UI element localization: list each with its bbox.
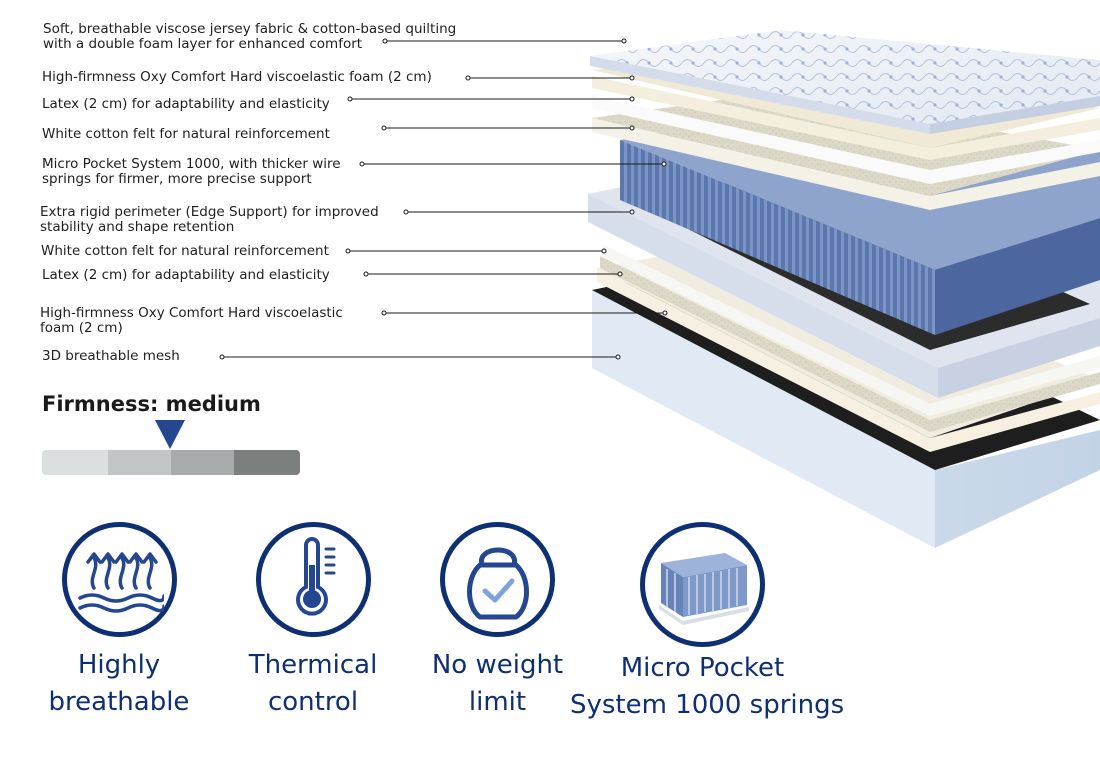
layer-label-springs: Micro Pocket System 1000, with thicker w… xyxy=(42,157,341,187)
feature-label-line: Micro Pocket xyxy=(620,653,785,683)
feature-label-line: control xyxy=(267,687,359,717)
feature-label-line: Thermical xyxy=(248,650,378,680)
firmness-scale-segment xyxy=(234,450,300,475)
layer-label-felt-top: White cotton felt for natural reinforcem… xyxy=(42,127,330,142)
layer-label-line: foam (2 cm) xyxy=(40,320,123,336)
layer-label-line: with a double foam layer for enhanced co… xyxy=(43,36,363,52)
layer-label-line: Soft, breathable viscose jersey fabric &… xyxy=(43,21,457,37)
feature-label: No weight limit xyxy=(420,647,575,721)
layer-label-line: White cotton felt for natural reinforcem… xyxy=(42,126,330,142)
layer-label-line: stability and shape retention xyxy=(40,219,235,235)
quilted-cover xyxy=(590,30,1100,134)
layer-label-foam-top: High-firmness Oxy Comfort Hard viscoelas… xyxy=(42,70,432,85)
leader-lines xyxy=(219,38,668,360)
kettlebell-icon xyxy=(440,522,555,637)
pocket-springs-icon xyxy=(640,522,765,647)
layer-label-edge-support: Extra rigid perimeter (Edge Support) for… xyxy=(40,205,379,235)
firmness-title: Firmness: medium xyxy=(42,392,261,416)
feature-breathable: Highly breathable xyxy=(30,522,208,721)
breathable-arrows-icon xyxy=(61,522,177,637)
firmness-scale-segment xyxy=(171,450,234,475)
layer-label-line: 3D breathable mesh xyxy=(42,348,180,364)
layer-label-line: Latex (2 cm) for adaptability and elasti… xyxy=(42,96,330,112)
feature-label-line: limit xyxy=(468,687,527,717)
feature-springs: Micro Pocket System 1000 springs xyxy=(570,522,845,724)
feature-label: Micro Pocket System 1000 springs xyxy=(570,650,845,724)
layer-label-latex-top: Latex (2 cm) for adaptability and elasti… xyxy=(42,97,330,112)
feature-label-line: System 1000 springs xyxy=(570,690,845,720)
firmness-scale xyxy=(42,450,300,475)
thermometer-icon xyxy=(255,522,371,637)
layer-label-line: White cotton felt for natural reinforcem… xyxy=(41,243,329,259)
firmness-pointer-icon xyxy=(155,420,185,449)
layer-label-line: High-firmness Oxy Comfort Hard viscoelas… xyxy=(42,69,432,85)
feature-label-line: Highly xyxy=(77,650,161,680)
firmness-scale-segment xyxy=(42,450,108,475)
layer-label-foam-bottom: High-firmness Oxy Comfort Hard viscoelas… xyxy=(40,306,343,336)
feature-label: Highly breathable xyxy=(30,647,208,721)
feature-label: Thermical control xyxy=(233,647,393,721)
layer-label-line: Micro Pocket System 1000, with thicker w… xyxy=(42,156,341,172)
firmness-scale-segment xyxy=(108,450,171,475)
feature-thermal: Thermical control xyxy=(233,522,393,721)
layer-label-line: Latex (2 cm) for adaptability and elasti… xyxy=(42,267,330,283)
layer-label-latex-bottom: Latex (2 cm) for adaptability and elasti… xyxy=(42,268,330,283)
layer-label-felt-bottom: White cotton felt for natural reinforcem… xyxy=(41,244,329,259)
layer-label-line: High-firmness Oxy Comfort Hard viscoelas… xyxy=(40,305,343,321)
layer-label-mesh: 3D breathable mesh xyxy=(42,349,180,364)
layer-label-cover: Soft, breathable viscose jersey fabric &… xyxy=(43,22,456,52)
feature-label-line: No weight xyxy=(431,650,564,680)
layer-label-line: springs for firmer, more precise support xyxy=(42,171,312,187)
feature-label-line: breathable xyxy=(48,687,190,717)
feature-weight: No weight limit xyxy=(420,522,575,721)
layer-label-line: Extra rigid perimeter (Edge Support) for… xyxy=(40,204,379,220)
